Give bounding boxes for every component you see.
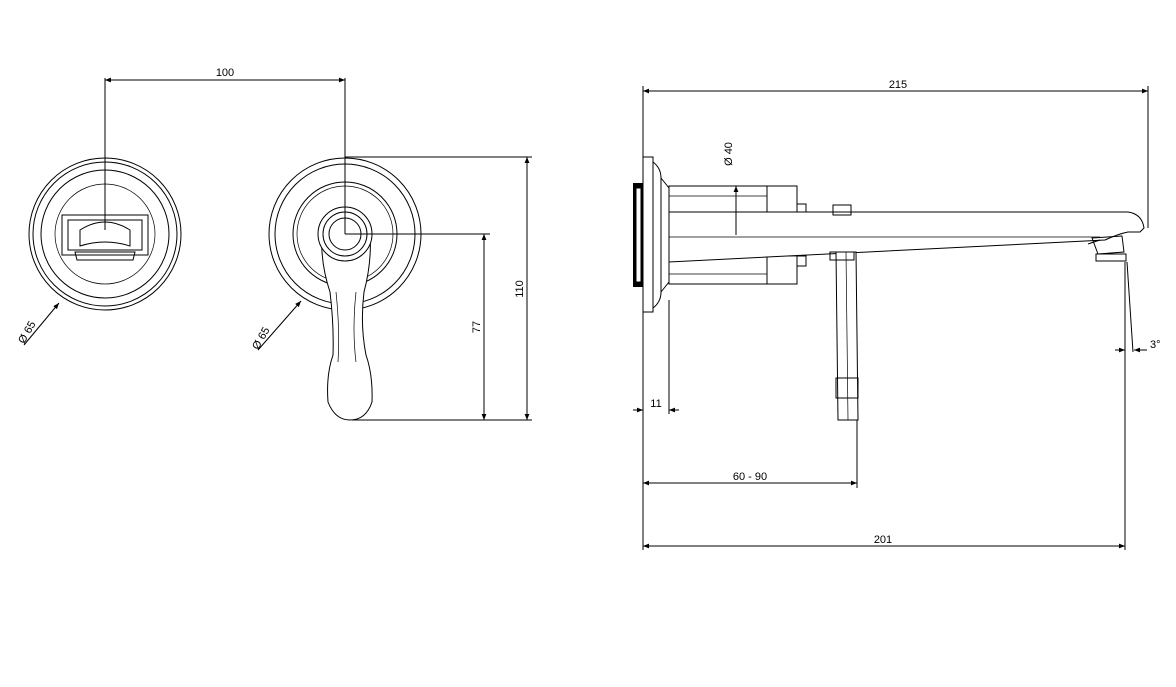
dim-spout-projection: 201 <box>874 534 892 546</box>
front-dimensions: 100 110 77 Ø 65 Ø 65 <box>16 67 532 421</box>
dim-diameter-left: Ø 65 <box>16 319 38 346</box>
side-view <box>633 156 1145 421</box>
dim-wall-range: 60 - 90 <box>733 471 767 483</box>
side-dimensions: 215 Ø 40 11 60 - 90 201 3° <box>633 79 1161 550</box>
mixer-front-view <box>268 78 490 421</box>
dim-flange-depth: 11 <box>650 398 661 410</box>
spout-rosette-front-view <box>28 78 182 311</box>
dim-height-lever: 77 <box>471 321 483 333</box>
dim-spacing: 100 <box>216 67 234 79</box>
dim-height-total: 110 <box>514 280 526 298</box>
dim-spout-diameter: Ø 40 <box>723 142 735 166</box>
dim-spout-angle: 3° <box>1150 339 1161 351</box>
dim-diameter-right: Ø 65 <box>250 325 272 352</box>
dim-overall-length: 215 <box>889 79 907 91</box>
